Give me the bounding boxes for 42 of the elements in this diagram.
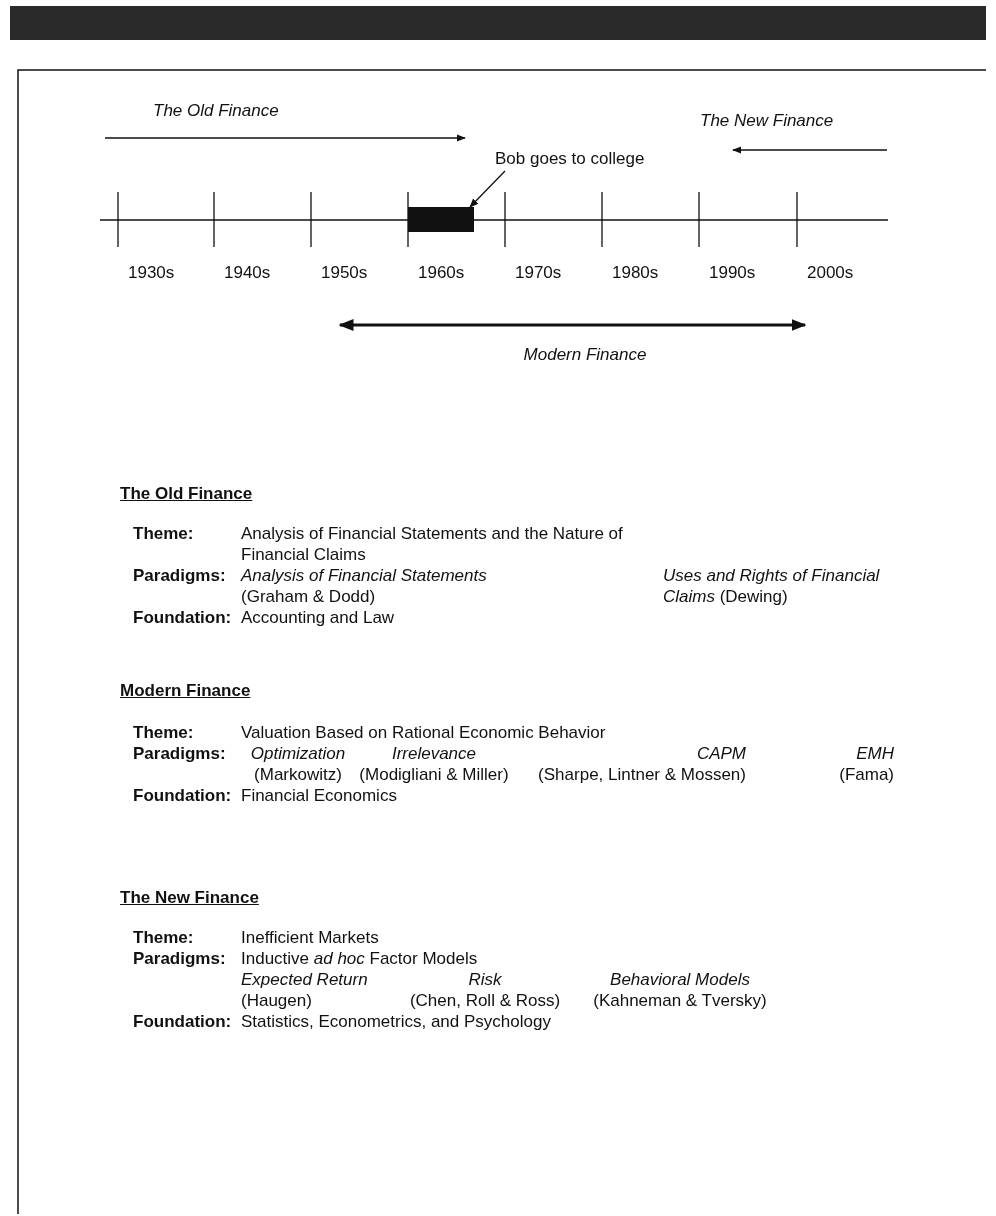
row-text: Analysis of Financial Statements and the Nature of Financial Claims xyxy=(241,523,624,565)
row-label: Paradigms: xyxy=(133,565,227,586)
callout-text: Bob goes to college xyxy=(495,148,695,170)
leader-arrow xyxy=(469,170,506,208)
decade-label: 1970s xyxy=(515,262,563,283)
row-text: Statistics, Econometrics, and Psychology xyxy=(241,1011,552,1032)
row-text: Financial Economics xyxy=(241,785,398,806)
paradigm-text: Irrelevance (Modigliani & Miller) xyxy=(358,743,510,785)
paradigm-text: Expected Return (Haugen) xyxy=(241,969,369,1011)
section-heading: The New Finance xyxy=(120,887,260,908)
section-heading: Modern Finance xyxy=(120,680,252,701)
paradigm-text: Uses and Rights of Financial Claims (Dewing) xyxy=(663,565,881,607)
paradigm-text: Behavioral Models (Kahneman & Tversky) xyxy=(592,969,768,1011)
paradigm-text: Inductive ad hoc Factor Models xyxy=(241,948,479,969)
decade-label: 2000s xyxy=(807,262,855,283)
paradigm-text: Risk (Chen, Roll & Ross) xyxy=(408,969,562,1011)
paradigm-text: Analysis of Financial Statements (Graham & Dodd) xyxy=(241,565,488,607)
decade-label: 1950s xyxy=(321,262,369,283)
paradigm-text: Optimization (Markowitz) xyxy=(249,743,347,785)
arrow-label: The Old Finance xyxy=(153,100,280,121)
highlight-box xyxy=(408,207,474,232)
row-text: Inefficient Markets xyxy=(241,927,380,948)
decade-label: 1930s xyxy=(128,262,176,283)
row-label: Foundation: xyxy=(133,607,233,628)
row-text: Valuation Based on Rational Economic Behavior xyxy=(241,722,607,743)
row-text: Accounting and Law xyxy=(241,607,396,628)
row-label: Foundation: xyxy=(133,1011,233,1032)
row-label: Theme: xyxy=(133,927,195,948)
row-label: Paradigms: xyxy=(133,743,227,764)
arrow-label: Modern Finance xyxy=(522,344,648,365)
decade-label: 1980s xyxy=(612,262,660,283)
row-label: Theme: xyxy=(133,722,195,743)
paradigm-text: CAPM (Sharpe, Lintner & Mossen) xyxy=(537,743,746,785)
section-heading: The Old Finance xyxy=(120,483,254,504)
row-label: Paradigms: xyxy=(133,948,227,969)
row-label: Theme: xyxy=(133,523,195,544)
decade-label: 1960s xyxy=(418,262,466,283)
paradigm-text: EMH (Fama) xyxy=(838,743,894,785)
decade-label: 1990s xyxy=(709,262,757,283)
decade-label: 1940s xyxy=(224,262,272,283)
arrow-label: The New Finance xyxy=(700,110,835,131)
row-label: Foundation: xyxy=(133,785,233,806)
